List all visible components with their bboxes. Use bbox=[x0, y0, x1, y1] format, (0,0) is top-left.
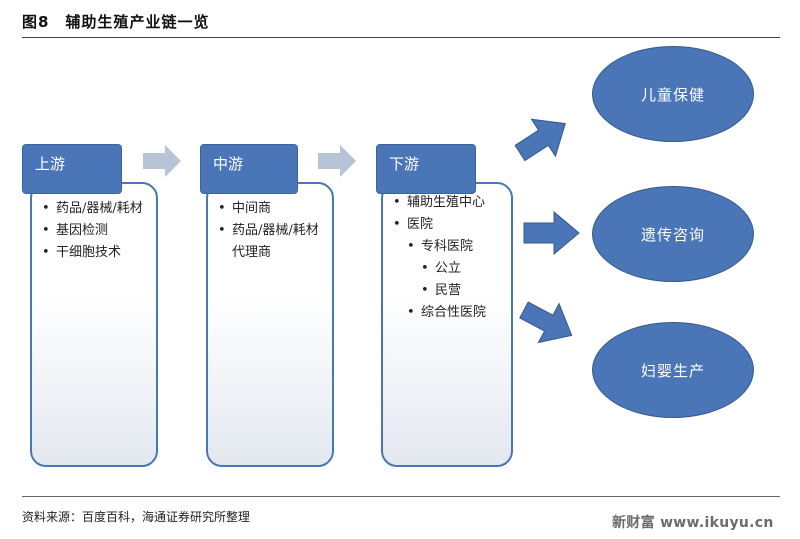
list-item: •药品/器械/耗材 bbox=[42, 201, 143, 216]
item-text: 民营 bbox=[435, 283, 462, 298]
downstream-list: •辅助生殖中心 •医院 •专科医院 •公立 •民营 •综合性医院 bbox=[383, 184, 511, 324]
list-item: •药品/器械/耗材代理商 bbox=[218, 223, 319, 260]
list-item: •专科医院 bbox=[407, 239, 474, 254]
stage-box-upstream: •药品/器械/耗材 •基因检测 •干细胞技术 bbox=[30, 182, 158, 467]
outcome-maternal-infant: 妇婴生产 bbox=[592, 322, 754, 418]
item-text: 药品/器械/耗材代理商 bbox=[232, 223, 319, 260]
outcome-arrow-up bbox=[514, 118, 566, 162]
item-text: 专科医院 bbox=[421, 239, 474, 254]
stage-arrow-1 bbox=[143, 145, 181, 177]
list-item: •中间商 bbox=[218, 201, 272, 216]
stage-box-midstream: •中间商 •药品/器械/耗材代理商 bbox=[206, 182, 334, 467]
item-text: 辅助生殖中心 bbox=[407, 195, 486, 210]
item-text: 公立 bbox=[435, 261, 462, 276]
list-item: •综合性医院 bbox=[407, 305, 487, 320]
list-item: •医院 bbox=[393, 217, 434, 232]
item-text: 中间商 bbox=[232, 201, 272, 216]
item-text: 基因检测 bbox=[56, 223, 109, 238]
stage-arrow-2 bbox=[318, 145, 356, 177]
item-text: 药品/器械/耗材 bbox=[56, 201, 143, 216]
upstream-list: •药品/器械/耗材 •基因检测 •干细胞技术 bbox=[32, 184, 156, 264]
stage-header-upstream: 上游 bbox=[22, 144, 122, 194]
outcome-arrow-mid bbox=[523, 210, 580, 256]
figure-title: 图8 辅助生殖产业链一览 bbox=[22, 13, 210, 31]
list-item: •辅助生殖中心 bbox=[393, 195, 486, 210]
bottom-rule bbox=[22, 496, 780, 497]
stage-header-midstream: 中游 bbox=[200, 144, 298, 194]
outcome-child-healthcare: 儿童保健 bbox=[592, 46, 754, 142]
midstream-list: •中间商 •药品/器械/耗材代理商 bbox=[208, 184, 332, 264]
watermark: 新财富 www.ikuyu.cn bbox=[612, 515, 774, 531]
list-item: •民营 bbox=[421, 283, 462, 298]
list-item: •基因检测 bbox=[42, 223, 109, 238]
top-rule bbox=[22, 37, 780, 38]
list-item: •干细胞技术 bbox=[42, 245, 122, 260]
list-item: •公立 bbox=[421, 261, 462, 276]
outcome-arrow-down bbox=[519, 301, 573, 344]
stage-box-downstream: •辅助生殖中心 •医院 •专科医院 •公立 •民营 •综合性医院 bbox=[381, 182, 513, 467]
outcome-genetic-counseling: 遗传咨询 bbox=[592, 186, 754, 282]
item-text: 综合性医院 bbox=[421, 305, 487, 320]
item-text: 医院 bbox=[407, 217, 434, 232]
stage-header-downstream: 下游 bbox=[376, 144, 476, 194]
item-text: 干细胞技术 bbox=[56, 245, 122, 260]
source-note: 资料来源：百度百科，海通证券研究所整理 bbox=[22, 510, 251, 524]
